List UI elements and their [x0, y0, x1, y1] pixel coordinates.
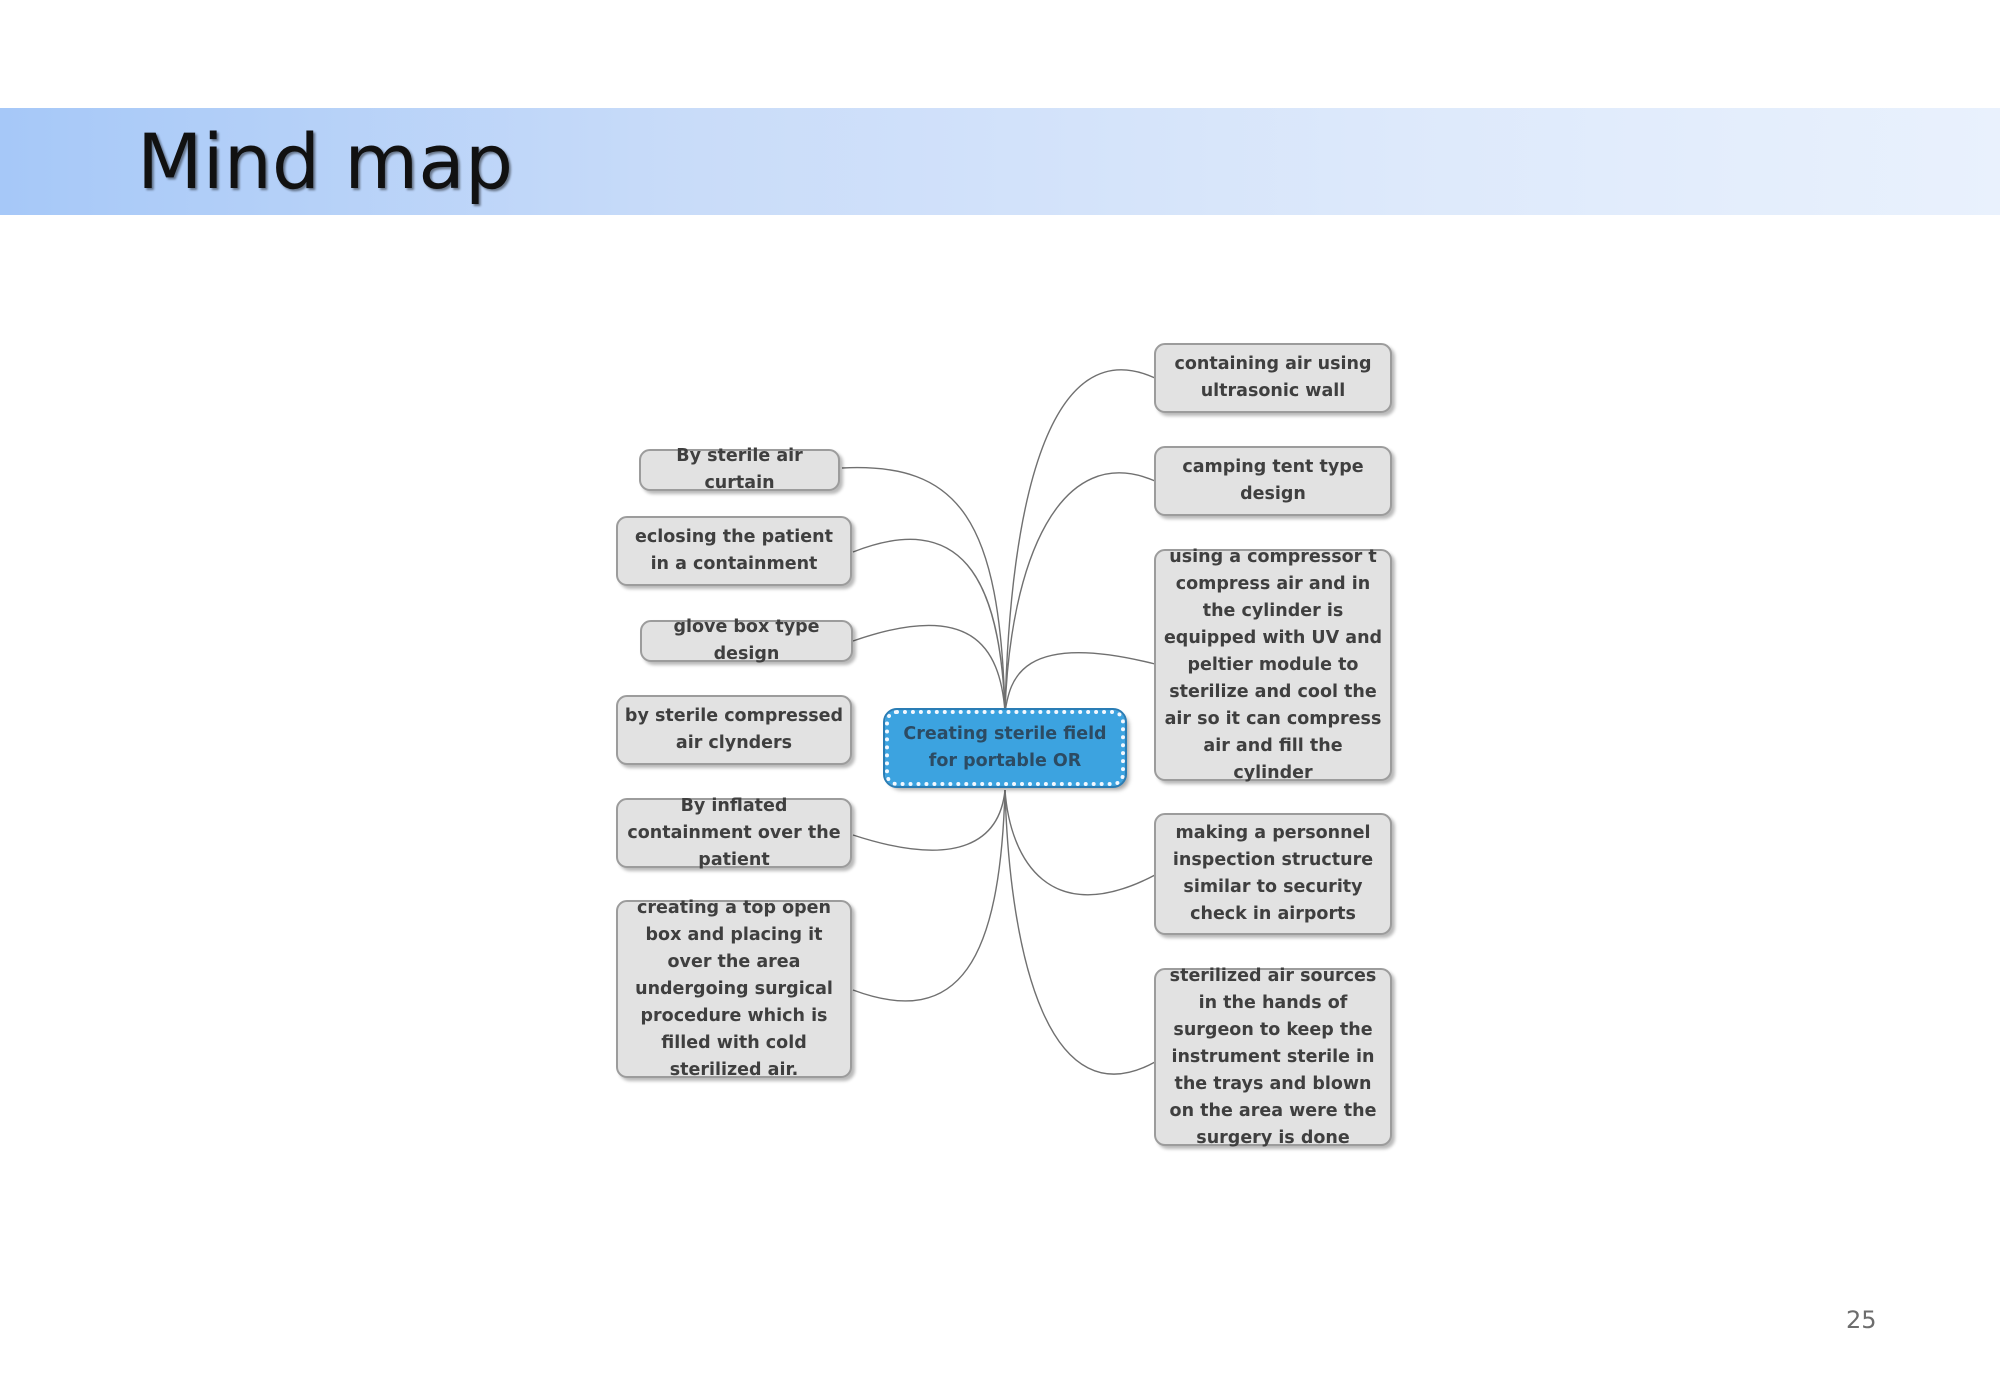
link-right-5	[1004, 789, 1156, 1075]
branch-node-right[interactable]: using a compressor t compress air and in…	[1154, 547, 1392, 783]
branch-label: sterilized air sources in the hands of s…	[1169, 965, 1377, 1148]
link-left-3	[852, 624, 1006, 713]
branch-label: By inflated containment over the patient	[627, 795, 841, 870]
link-right-1	[1004, 369, 1156, 713]
branch-node-left[interactable]: eclosing the patient in a containment	[616, 516, 852, 586]
link-left-6	[852, 789, 1006, 1002]
branch-label: making a personnel inspection structure …	[1172, 823, 1374, 924]
branch-node-right[interactable]: camping tent type design	[1154, 446, 1392, 516]
branch-node-left[interactable]: By sterile air curtain	[639, 446, 840, 493]
branch-node-right[interactable]: containing air using ultrasonic wall	[1154, 343, 1392, 413]
branch-label: using a compressor t compress air and in…	[1163, 546, 1383, 783]
branch-node-left[interactable]: glove box type design	[640, 617, 853, 664]
branch-label: containing air using ultrasonic wall	[1174, 354, 1372, 401]
branch-label: glove box type design	[673, 617, 820, 664]
branch-node-right[interactable]: making a personnel inspection structure …	[1154, 813, 1392, 935]
branch-label: creating a top open box and placing it o…	[635, 897, 833, 1080]
link-right-2	[1004, 472, 1156, 713]
branch-label: By sterile air curtain	[676, 446, 803, 493]
link-right-4	[1004, 789, 1156, 896]
branch-node-right[interactable]: sterilized air sources in the hands of s…	[1154, 966, 1392, 1148]
branch-label: camping tent type design	[1182, 457, 1364, 504]
branch-node-left[interactable]: By inflated containment over the patient	[616, 796, 852, 870]
central-topic-label: Creating sterile field for portable OR	[903, 724, 1107, 771]
branch-node-left[interactable]: creating a top open box and placing it o…	[616, 898, 852, 1080]
link-right-3	[1004, 652, 1156, 713]
slide-title: Mind map	[137, 117, 514, 206]
branch-node-left[interactable]: by sterile compressed air clynders	[616, 695, 852, 765]
page-number: 25	[1846, 1306, 1877, 1334]
central-topic[interactable]: Creating sterile field for portable OR	[883, 708, 1127, 788]
link-left-1	[841, 466, 1006, 713]
link-left-5	[852, 789, 1006, 851]
branch-label: eclosing the patient in a containment	[635, 527, 833, 574]
branch-label: by sterile compressed air clynders	[624, 706, 844, 753]
title-band	[0, 108, 2000, 215]
link-left-2	[852, 538, 1006, 713]
